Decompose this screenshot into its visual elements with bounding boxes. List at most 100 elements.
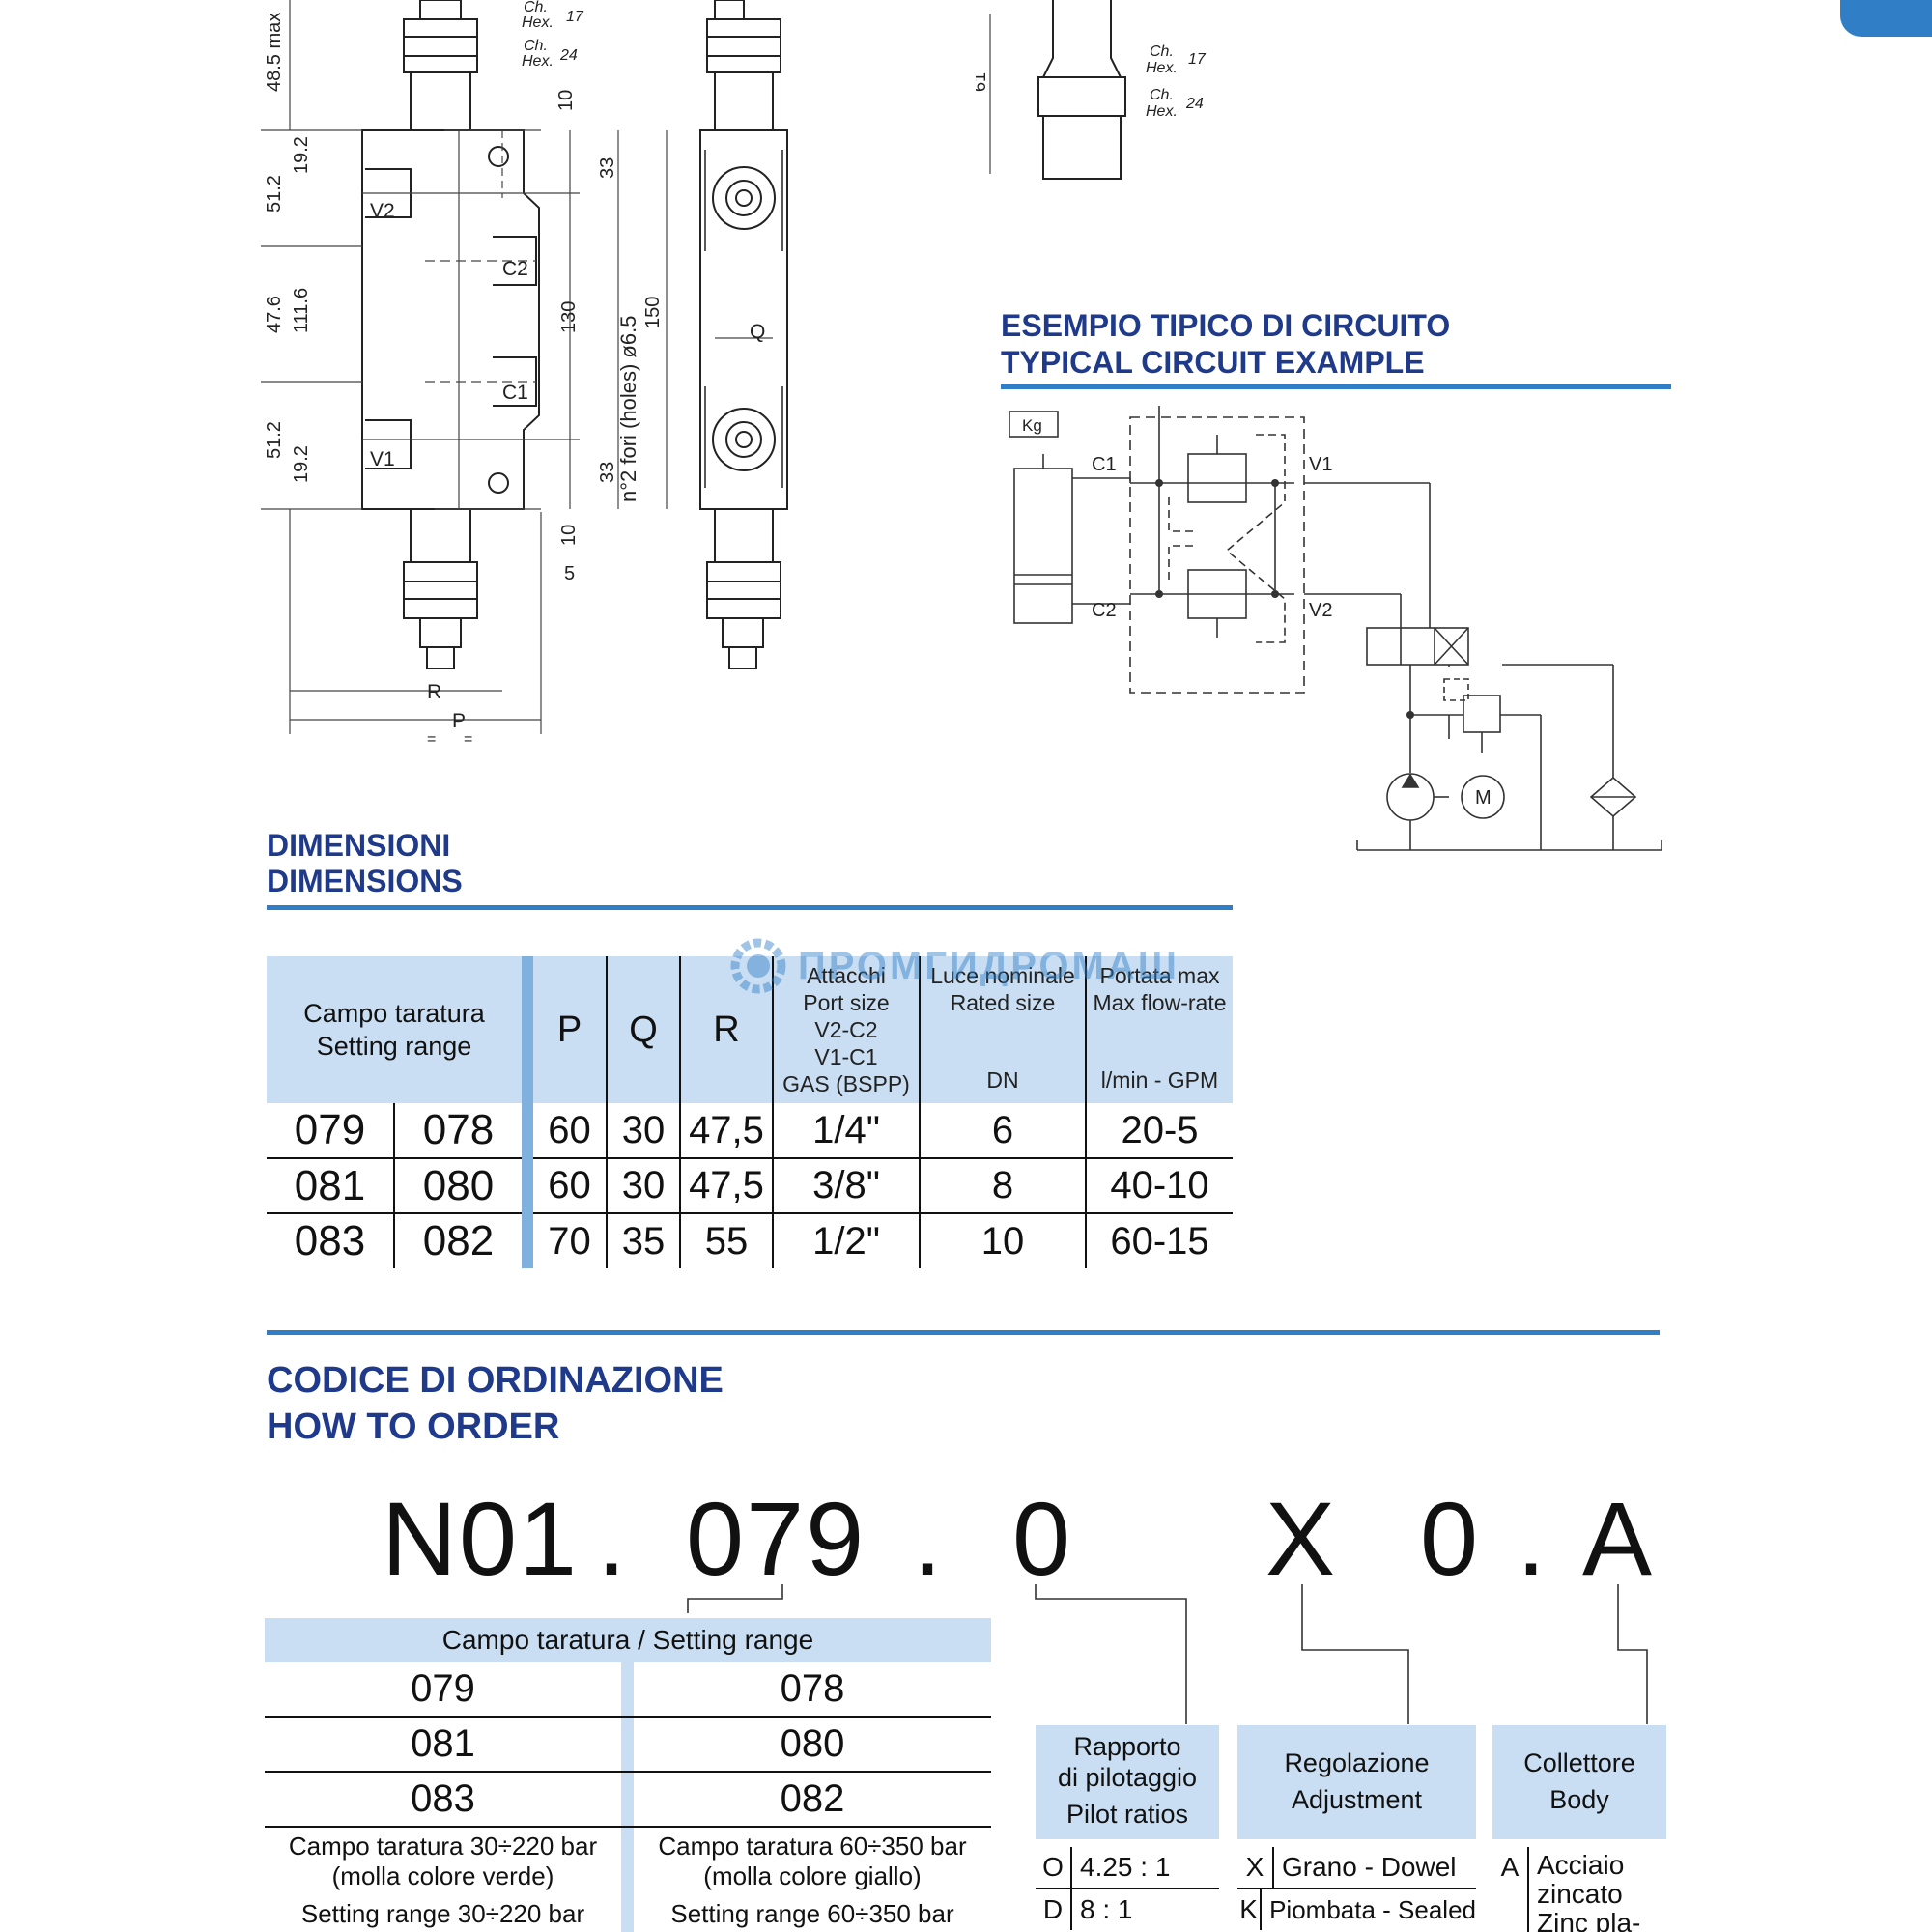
circuit-c1-label: C1 (1092, 454, 1117, 475)
watermark-text: ПРОМГИДРОМАШ (798, 944, 1179, 987)
list-item: O 4.25 : 1 (1036, 1847, 1219, 1889)
list-item: K Piombata - Sealed (1237, 1889, 1476, 1930)
table-row: 081 080 60 30 47,5 3/8" 8 40-10 (267, 1158, 1233, 1213)
order-title-en: HOW TO ORDER (267, 1406, 560, 1447)
page-corner-tab (1840, 0, 1932, 37)
svg-text:Hex.: Hex. (1146, 103, 1178, 120)
dim-48-5: 48.5 max (264, 13, 285, 92)
svg-text:n°2 fori (holes) ø6.5: n°2 fori (holes) ø6.5 (616, 316, 640, 502)
code-dot-1: . (597, 1480, 629, 1597)
svg-text:130: 130 (558, 301, 580, 333)
circuit-title-rule (1001, 384, 1671, 389)
circuit-title-it: ESEMPIO TIPICO DI CIRCUITO (1001, 308, 1451, 343)
order-title-it: CODICE DI ORDINAZIONE (267, 1360, 724, 1401)
svg-text:24: 24 (1185, 96, 1204, 112)
svg-text:61: 61 (976, 72, 989, 92)
circuit-v1-label: V1 (1309, 454, 1332, 475)
svg-text:19.2: 19.2 (291, 136, 312, 174)
svg-text:33: 33 (597, 462, 618, 483)
header-setting-range: Campo taratura Setting range (303, 999, 485, 1061)
dimensions-title-rule (267, 905, 1233, 910)
svg-text:Hex.: Hex. (1146, 60, 1178, 76)
dim-q-label: Q (750, 321, 765, 343)
svg-text:=: = (464, 731, 472, 748)
header-p: P (533, 956, 608, 1103)
svg-text:150: 150 (642, 297, 664, 328)
circuit-diagram: Kg C1 C2 V1 V2 M (1009, 406, 1662, 851)
svg-text:Hex.: Hex. (522, 53, 554, 70)
svg-text:Ch.: Ch. (524, 0, 548, 15)
table-row: 079 078 60 30 47,5 1/4" 6 20-5 (267, 1103, 1233, 1158)
table-row: 081 080 (265, 1718, 991, 1773)
header-q: Q (607, 956, 681, 1103)
port-c2-label: C2 (502, 258, 528, 280)
adjustment-header: Regolazione Adjustment (1237, 1725, 1476, 1839)
dim-p-label: P (452, 710, 466, 732)
range-notes: Campo taratura 30÷220 bar (molla colore … (288, 1832, 967, 1928)
code-dot-3: . (1517, 1480, 1548, 1597)
gear-icon (730, 938, 786, 994)
svg-text:10: 10 (558, 525, 580, 546)
code-range: 079 (686, 1480, 867, 1597)
header-port-size: Attacchi Port size V2-C2 V1-C1 GAS (BSPP… (773, 956, 921, 1103)
svg-text:51.2: 51.2 (264, 421, 285, 459)
svg-text:19.2: 19.2 (291, 445, 312, 483)
code-n01: N01 (382, 1480, 580, 1597)
code-body: 0 (1420, 1480, 1481, 1597)
header-rated-size: Luce nominale Rated size DN (920, 956, 1087, 1103)
dimensions-title-en: DIMENSIONS (267, 864, 463, 898)
order-title: CODICE DI ORDINAZIONE HOW TO ORDER (267, 1357, 724, 1450)
order-top-rule (267, 1330, 1660, 1335)
circuit-motor-label: M (1475, 787, 1492, 809)
code-dot-2: . (913, 1480, 945, 1597)
dimensions-title: DIMENSIONI DIMENSIONS (267, 828, 463, 899)
svg-text:10: 10 (555, 90, 577, 111)
table-divider (522, 956, 533, 1268)
svg-text:51.2: 51.2 (264, 175, 285, 213)
circuit-c2-label: C2 (1092, 600, 1117, 621)
watermark: ПРОМГИДРОМАШ (724, 932, 1179, 1000)
table-row: 079 078 (265, 1662, 991, 1718)
dimensions-title-it: DIMENSIONI (267, 828, 451, 863)
port-v2-label: V2 (370, 200, 395, 222)
code-adjust: X (1265, 1480, 1338, 1597)
svg-text:5: 5 (564, 563, 575, 584)
valve-drawing: 48.5 max 10 51.2 19.2 47.6 111.6 51.2 19… (261, 0, 788, 748)
pilot-ratio-list: O 4.25 : 1 D 8 : 1 (1036, 1847, 1219, 1930)
svg-text:17: 17 (566, 9, 584, 25)
svg-text:Hex.: Hex. (522, 14, 554, 31)
order-leader-lines (687, 1584, 1648, 1724)
list-item: D 8 : 1 (1036, 1889, 1219, 1930)
circuit-title-en: TYPICAL CIRCUIT EXAMPLE (1001, 345, 1425, 380)
port-c1-label: C1 (502, 382, 528, 404)
header-flow-rate: Portata max Max flow-rate l/min - GPM (1093, 963, 1227, 1093)
list-item: X Grano - Dowel (1237, 1847, 1476, 1889)
svg-text:24: 24 (559, 47, 578, 64)
top-right-fitting-view: 61 Ch.Hex.17 Ch.Hex.24 (976, 0, 1207, 180)
code-ratio: 0 (1012, 1480, 1073, 1597)
circuit-v2-label: V2 (1309, 600, 1332, 621)
pilot-ratio-header: Rapporto di pilotaggio Pilot ratios (1036, 1725, 1219, 1839)
svg-text:Ch.: Ch. (524, 38, 548, 54)
svg-text:Ch.: Ch. (1150, 87, 1174, 103)
dimensions-table: Campo taratura Setting range P Q R Attac… (267, 956, 1233, 1268)
header-r: R (680, 956, 774, 1103)
table-row: 083 082 (265, 1773, 991, 1828)
port-v1-label: V1 (370, 448, 395, 470)
dim-r-label: R (427, 681, 441, 703)
svg-text:47.6: 47.6 (264, 296, 285, 333)
body-list: A Acciaio zincato Zinc pla- (1492, 1847, 1666, 1932)
svg-text:111.6: 111.6 (291, 288, 312, 333)
svg-text:33: 33 (597, 157, 618, 179)
range-table: 079 078 081 080 083 082 Campo taratura 3… (265, 1662, 991, 1929)
body-header: Collettore Body (1492, 1725, 1666, 1839)
range-table-header: Campo taratura / Setting range (265, 1618, 991, 1662)
table-row: 083 082 70 35 55 1/2" 10 60-15 (267, 1213, 1233, 1268)
svg-text:17: 17 (1188, 51, 1207, 68)
code-finish: A (1582, 1480, 1655, 1597)
circuit-title: ESEMPIO TIPICO DI CIRCUITO TYPICAL CIRCU… (1001, 307, 1450, 381)
adjustment-list: X Grano - Dowel K Piombata - Sealed (1237, 1847, 1476, 1930)
range-table-divider (621, 1662, 634, 1932)
svg-text:Ch.: Ch. (1150, 43, 1174, 60)
circuit-kg-label: Kg (1022, 416, 1042, 435)
